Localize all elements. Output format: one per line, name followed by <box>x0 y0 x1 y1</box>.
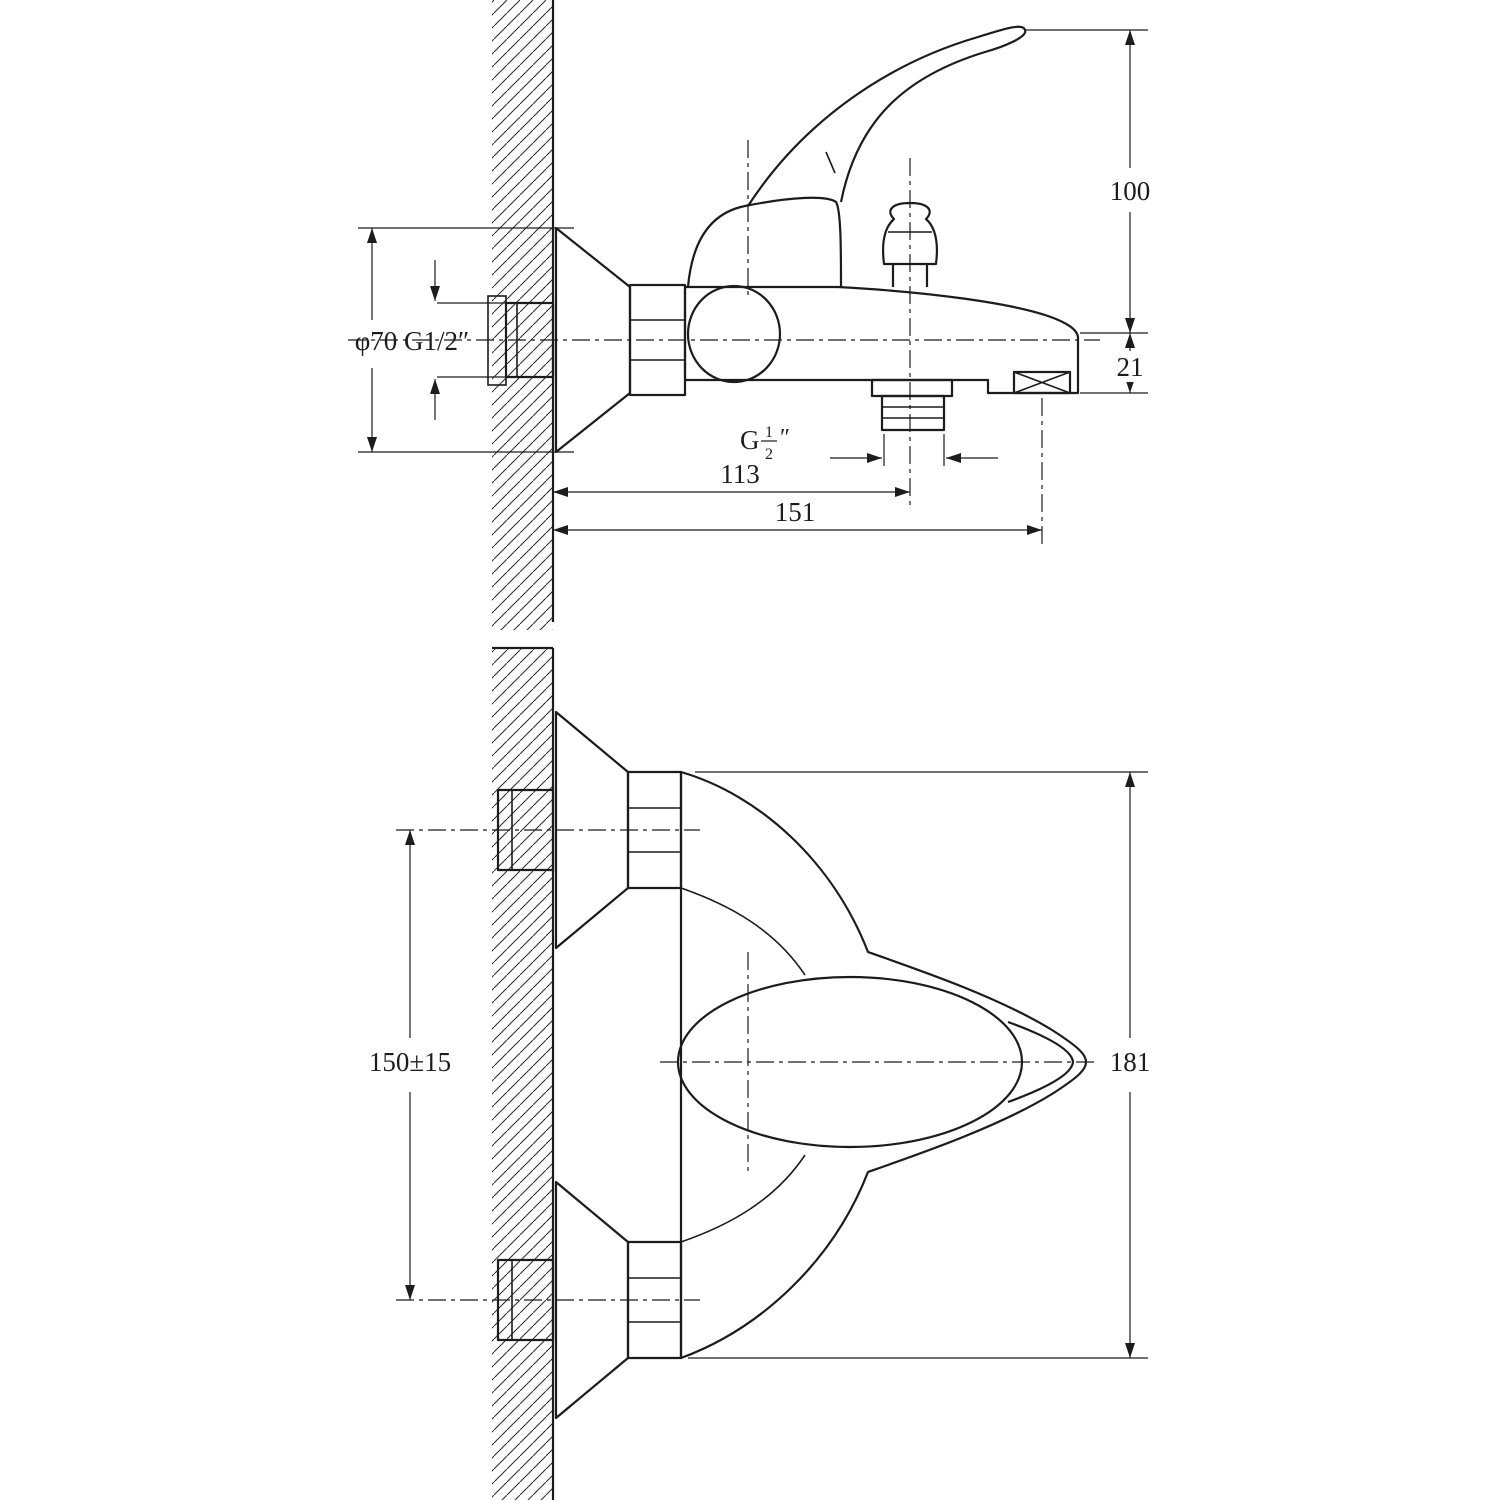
thread-label-prefix: G <box>740 425 760 455</box>
dim-handle-height: 100 <box>1026 29 1151 334</box>
spout-aerator <box>1012 370 1072 395</box>
dim-label-phi70: φ70 G1/2″ <box>355 326 470 356</box>
body-arm-inner-top <box>680 887 806 976</box>
label-outlet-thread: G 1 2 ″ <box>740 424 998 466</box>
dim-label-21: 21 <box>1117 352 1144 382</box>
handle-dome <box>686 196 843 288</box>
lever-tongue <box>1007 1020 1075 1104</box>
thread-label-numerator: 1 <box>765 424 773 441</box>
dim-label-181: 181 <box>1110 1047 1151 1077</box>
side-view: 100 21 113 151 φ70 G1/2″ <box>348 0 1154 630</box>
faucet-body-side <box>683 284 1080 395</box>
wall-hatch-side <box>492 0 553 630</box>
dim-diverter-offset: 113 <box>553 459 910 497</box>
dim-inlet-spacing: 150±15 <box>369 830 451 1300</box>
handle-lever <box>747 25 1027 207</box>
dim-overall-reach: 151 <box>553 497 1042 535</box>
handle-side <box>686 25 1027 288</box>
thread-label-denominator: 2 <box>765 446 773 463</box>
wall-section-side <box>487 0 555 630</box>
dim-overall-height: 181 <box>688 771 1151 1359</box>
dim-spout-depth: 21 <box>1080 333 1154 394</box>
handle-screw-mark <box>825 151 836 174</box>
shower-outlet <box>870 378 954 432</box>
aerator-box <box>1012 370 1072 395</box>
dim-label-113: 113 <box>720 459 760 489</box>
front-view: 150±15 181 <box>369 646 1151 1500</box>
body-outline-front <box>679 770 1088 1360</box>
dim-label-100: 100 <box>1110 176 1151 206</box>
centerlines-front <box>396 829 1098 1301</box>
centerlines-side <box>348 140 1100 545</box>
dim-label-150: 150±15 <box>369 1047 451 1077</box>
outlet-collar <box>870 378 954 398</box>
body-cap <box>686 284 782 384</box>
wall-hatch-front <box>492 648 553 1500</box>
dim-wall-inlet: φ70 G1/2″ <box>355 227 574 453</box>
wall-section-front <box>492 646 555 1500</box>
body-spout-outline <box>683 285 1080 395</box>
outlet-thread <box>880 394 946 432</box>
dim-label-151: 151 <box>775 497 816 527</box>
faucet-body-front <box>676 770 1088 1360</box>
thread-label-suffix: ″ <box>780 425 790 451</box>
body-arm-inner-bottom <box>680 1154 806 1243</box>
